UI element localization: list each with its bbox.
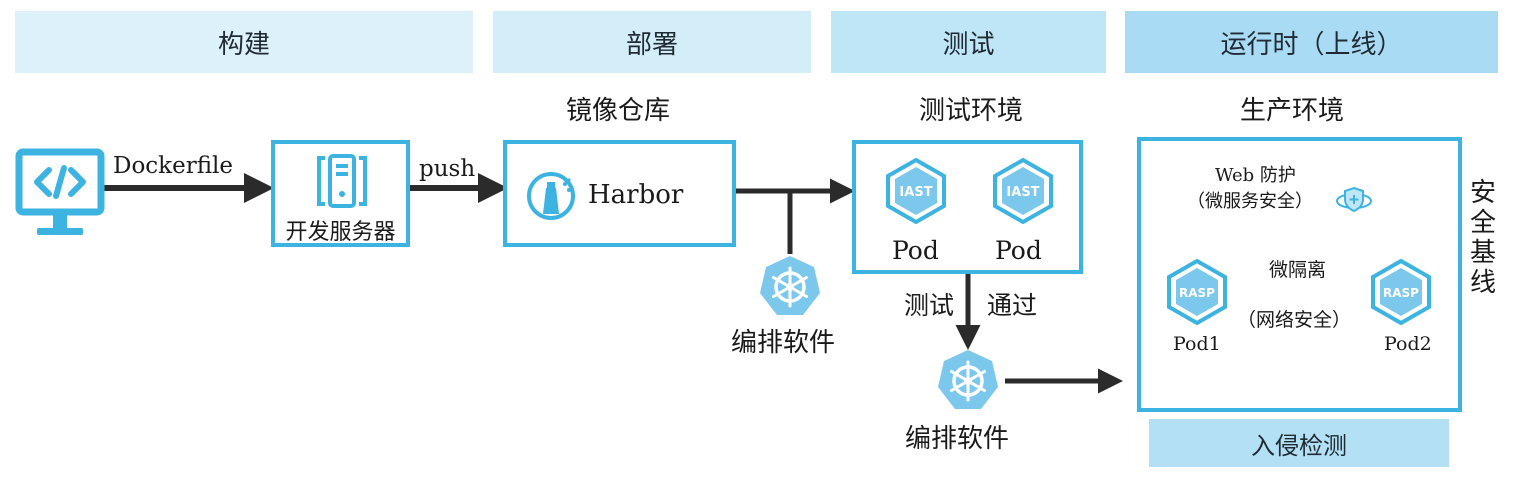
phase-build: 构建 [15, 11, 473, 73]
edge-label-test: 测试 [904, 291, 955, 320]
edge-label-dockerfile: Dockerfile [113, 153, 234, 179]
intrusion-detection-bar: 入侵检测 [1149, 419, 1449, 467]
phase-runtime: 运行时（上线） [1125, 11, 1498, 73]
server-icon [317, 154, 367, 208]
iast-a-text: IAST [899, 185, 932, 200]
phase-test: 测试 [831, 11, 1106, 73]
harbor-lighthouse-icon [527, 172, 575, 220]
rasp-b-text: RASP [1383, 286, 1419, 300]
test-env-node: IAST IAST Pod Pod [852, 140, 1083, 274]
section-test-env: 测试环境 [919, 96, 1024, 126]
web-protect-label: Web 防护 [1215, 165, 1296, 186]
kubernetes-icon [938, 350, 998, 409]
micro-isolation-label: 微隔离 [1269, 259, 1327, 281]
pod2-label: Pod2 [1384, 333, 1432, 355]
phase-deploy: 部署 [493, 11, 811, 73]
section-prod-env: 生产环境 [1240, 96, 1345, 126]
shield-icon [1336, 186, 1372, 213]
rasp-a-text: RASP [1179, 286, 1215, 300]
kubernetes-icon [760, 256, 820, 315]
iast-icon: IAST [886, 158, 946, 224]
pod-a-label: Pod [892, 236, 939, 265]
network-security-label: （网络安全） [1237, 309, 1352, 331]
edge-label-pass: 通过 [987, 291, 1038, 320]
harbor-label: Harbor [588, 180, 684, 210]
pod-b-label: Pod [995, 236, 1042, 265]
harbor-node: Harbor [503, 140, 736, 247]
iast-icon: IAST [993, 158, 1053, 224]
code-monitor-icon [15, 148, 105, 235]
security-baseline-label: 安全基线 [1469, 178, 1496, 298]
pod1-label: Pod1 [1173, 333, 1221, 355]
section-registry: 镜像仓库 [566, 96, 671, 126]
prod-env-node: Web 防护 （微服务安全） RASP RASP 微隔离 （网络安全） Pod1… [1137, 137, 1462, 412]
iast-b-text: IAST [1006, 185, 1039, 200]
orchestrator-a-label: 编排软件 [731, 328, 836, 358]
edge-label-push: push [419, 156, 476, 182]
micro-service-security-label: （微服务安全） [1187, 191, 1313, 212]
dev-server-node: 开发服务器 [271, 140, 410, 247]
orchestrator-b-label: 编排软件 [905, 424, 1010, 454]
rasp-icon: RASP [1167, 259, 1227, 325]
dev-server-label: 开发服务器 [285, 220, 396, 245]
rasp-icon: RASP [1371, 259, 1431, 325]
